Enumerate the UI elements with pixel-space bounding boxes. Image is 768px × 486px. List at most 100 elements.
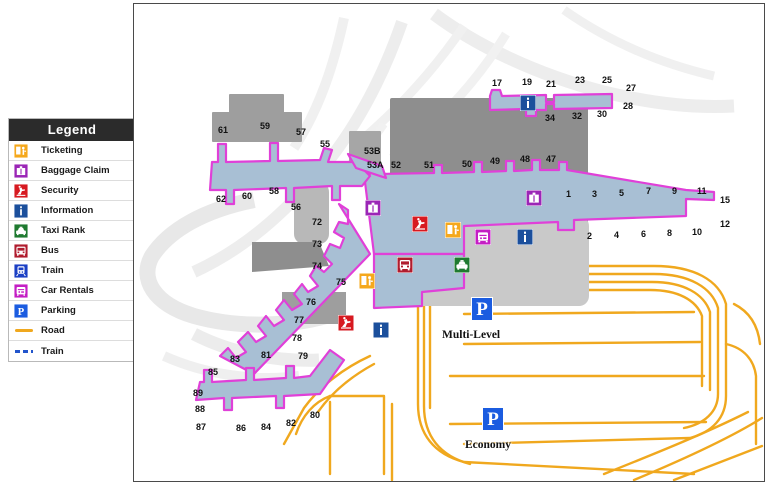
gate-label-72[interactable]: 72	[312, 217, 323, 227]
gate-label-76[interactable]: 76	[306, 297, 317, 307]
gate-label-9[interactable]: 9	[672, 186, 678, 196]
gate-label-4[interactable]: 4	[614, 230, 620, 240]
pier-connector	[346, 152, 388, 180]
gate-label-83[interactable]: 83	[230, 354, 241, 364]
gate-label-77[interactable]: 77	[294, 315, 305, 325]
legend-panel: Legend Ticketing Baggage Claim	[8, 118, 136, 362]
gate-label-59[interactable]: 59	[260, 121, 271, 131]
gate-label-79[interactable]: 79	[298, 351, 309, 361]
legend-item-information[interactable]: Information	[9, 201, 135, 221]
gate-label-12[interactable]: 12	[720, 219, 731, 229]
train-swatch	[14, 349, 38, 353]
gate-label-86[interactable]: 86	[236, 423, 247, 433]
gate-label-7[interactable]: 7	[646, 186, 652, 196]
information-south-marker[interactable]	[373, 322, 389, 338]
car-rental-icon	[14, 283, 38, 298]
baggage-claim-west-marker[interactable]	[365, 200, 381, 216]
legend-item-car-rentals[interactable]: Car Rentals	[9, 281, 135, 301]
gate-label-80[interactable]: 80	[310, 410, 321, 420]
gate-label-58[interactable]: 58	[269, 186, 280, 196]
gate-label-8[interactable]: 8	[667, 228, 673, 238]
gate-label-74[interactable]: 74	[312, 261, 323, 271]
gate-label-56[interactable]: 56	[291, 202, 302, 212]
gate-label-88[interactable]: 88	[195, 404, 206, 414]
gate-label-61[interactable]: 61	[218, 125, 229, 135]
gate-label-50[interactable]: 50	[462, 159, 473, 169]
gate-label-85[interactable]: 85	[208, 367, 219, 377]
parking-icon: P	[14, 303, 38, 318]
gate-label-52[interactable]: 52	[391, 160, 402, 170]
legend-item-label: Car Rentals	[41, 285, 94, 296]
legend-item-label: Train	[41, 345, 64, 357]
gate-label-75[interactable]: 75	[336, 277, 347, 287]
legend-item-bus[interactable]: Bus	[9, 241, 135, 261]
legend-item-label: Train	[41, 265, 64, 276]
gate-label-30[interactable]: 30	[597, 109, 608, 119]
gate-label-21[interactable]: 21	[546, 79, 557, 89]
gate-label-19[interactable]: 19	[522, 77, 533, 87]
legend-item-train[interactable]: Train	[9, 261, 135, 281]
gate-label-73[interactable]: 73	[312, 239, 323, 249]
gate-label-87[interactable]: 87	[196, 422, 207, 432]
information-north-marker[interactable]	[520, 95, 536, 111]
gate-label-15[interactable]: 15	[720, 195, 731, 205]
legend-item-parking[interactable]: P Parking	[9, 301, 135, 321]
gate-label-84[interactable]: 84	[261, 422, 272, 432]
gate-label-11[interactable]: 11	[697, 186, 707, 196]
gate-label-48[interactable]: 48	[520, 154, 531, 164]
car-rentals-central-marker[interactable]	[475, 229, 491, 245]
gate-label-10[interactable]: 10	[692, 227, 703, 237]
information-central-marker[interactable]	[517, 229, 533, 245]
gate-label-32[interactable]: 32	[572, 111, 583, 121]
road-line-swatch	[15, 329, 33, 332]
gate-label-28[interactable]: 28	[623, 101, 634, 111]
legend-item-label: Information	[41, 205, 94, 216]
legend-item-train[interactable]: Train	[9, 341, 135, 361]
ticketing-south-marker[interactable]	[359, 273, 375, 289]
gate-label-23[interactable]: 23	[575, 75, 586, 85]
gate-label-51[interactable]: 51	[424, 160, 435, 170]
gate-label-89[interactable]: 89	[193, 388, 204, 398]
security-south-marker[interactable]	[338, 315, 354, 331]
west-pier	[218, 202, 372, 376]
legend-item-baggage-claim[interactable]: Baggage Claim	[9, 161, 135, 181]
parking-label-economy: Economy	[465, 439, 511, 451]
gate-label-57[interactable]: 57	[296, 127, 307, 137]
gate-label-47[interactable]: 47	[546, 154, 557, 164]
parking-badge-letter: P	[487, 408, 499, 430]
legend-item-security[interactable]: Security	[9, 181, 135, 201]
gate-label-1[interactable]: 1	[566, 189, 572, 199]
gate-label-81[interactable]: 81	[261, 350, 272, 360]
parking-badge-economy[interactable]: P	[482, 407, 504, 431]
baggage-claim-east-marker[interactable]	[526, 190, 542, 206]
gate-label-27[interactable]: 27	[626, 83, 637, 93]
legend-item-taxi-rank[interactable]: Taxi Rank	[9, 221, 135, 241]
legend-item-ticketing[interactable]: Ticketing	[9, 141, 135, 161]
gate-label-34[interactable]: 34	[545, 113, 556, 123]
parking-badge-letter: P	[476, 298, 488, 320]
parking-label-multi-level: Multi-Level	[442, 329, 501, 341]
gate-label-2[interactable]: 2	[587, 231, 593, 241]
legend-item-road[interactable]: Road	[9, 321, 135, 341]
gate-label-62[interactable]: 62	[216, 194, 227, 204]
ticketing-central-marker[interactable]	[445, 222, 461, 238]
taxi-rank-marker[interactable]	[454, 257, 470, 273]
gate-label-53B[interactable]: 53B	[364, 146, 381, 156]
gate-label-49[interactable]: 49	[490, 156, 501, 166]
gate-label-53A[interactable]: 53A	[367, 160, 384, 170]
gate-label-78[interactable]: 78	[292, 333, 303, 343]
gate-label-17[interactable]: 17	[492, 78, 503, 88]
gate-label-55[interactable]: 55	[320, 139, 331, 149]
gate-label-3[interactable]: 3	[592, 189, 598, 199]
gate-label-25[interactable]: 25	[602, 75, 613, 85]
gate-label-5[interactable]: 5	[619, 188, 625, 198]
gate-label-82[interactable]: 82	[286, 418, 297, 428]
security-north-marker[interactable]	[412, 216, 428, 232]
parking-badge-multi-level[interactable]: P	[471, 297, 493, 321]
bus-stop-marker[interactable]	[397, 257, 413, 273]
gate-label-6[interactable]: 6	[641, 229, 647, 239]
legend-item-label: Parking	[41, 305, 76, 316]
gate-label-60[interactable]: 60	[242, 191, 253, 201]
